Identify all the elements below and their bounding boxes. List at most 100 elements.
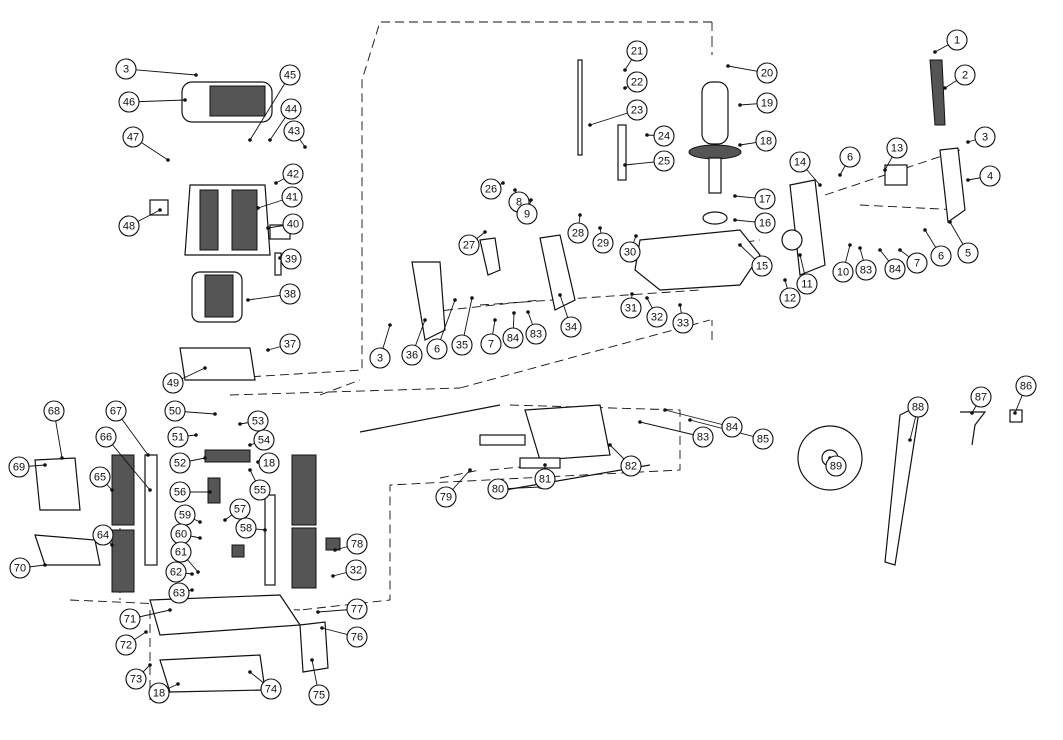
callout-40: 40 — [282, 213, 304, 235]
leader-line — [639, 421, 704, 438]
callout-number: 35 — [456, 340, 468, 352]
callout-52: 52 — [169, 452, 191, 474]
callout-number: 20 — [761, 68, 773, 80]
callout-circle — [283, 120, 305, 142]
brush-holder-strip — [274, 252, 282, 276]
fastener-dot — [512, 311, 516, 315]
callout-circle — [884, 258, 906, 280]
callout-43: 43 — [283, 120, 305, 142]
callout-number: 23 — [631, 105, 643, 117]
bearing — [702, 211, 728, 225]
callout-81: 81 — [534, 468, 556, 490]
spanner-wrench — [884, 403, 921, 566]
callout-number: 7 — [914, 258, 920, 270]
callout-circle — [560, 316, 582, 338]
callout-59: 59 — [174, 504, 196, 526]
callout-number: 87 — [975, 392, 987, 404]
fastener-dot — [256, 206, 260, 210]
leader-line — [249, 74, 291, 141]
fastener-dot — [468, 468, 472, 472]
callout-number: 10 — [837, 267, 849, 279]
callout-circle — [626, 99, 648, 121]
callout-number: 6 — [434, 344, 440, 356]
callout-number: 1 — [954, 35, 960, 47]
callout-circle — [855, 259, 877, 281]
fastener-dot — [223, 518, 227, 522]
callout-3: 3 — [115, 58, 137, 80]
fastener-dot — [146, 453, 150, 457]
fastener-dot — [316, 610, 320, 614]
callout-76: 76 — [346, 626, 368, 648]
callout-circle — [8, 456, 30, 478]
callout-number: 8 — [516, 197, 522, 209]
callout-18: 18 — [148, 682, 170, 704]
callout-37: 37 — [279, 333, 301, 355]
fastener-dot — [194, 73, 198, 77]
callout-number: 19 — [761, 98, 773, 110]
callout-25: 25 — [653, 150, 675, 172]
callout-number: 17 — [759, 194, 771, 206]
callout-number: 29 — [597, 238, 609, 250]
callout-number: 59 — [179, 510, 191, 522]
callout-46: 46 — [118, 91, 140, 113]
fastener-dot — [183, 98, 187, 102]
fastener-dot — [858, 246, 862, 250]
callout-79: 79 — [435, 486, 457, 508]
callout-6: 6 — [930, 245, 952, 267]
fastener-dot — [148, 488, 152, 492]
handle-grip — [411, 261, 446, 341]
callout-67: 67 — [105, 400, 127, 422]
callout-circle — [626, 40, 648, 62]
fastener-dot — [158, 208, 162, 212]
fastener-dot — [176, 682, 180, 686]
fastener-dot — [388, 323, 392, 327]
fastener-dot — [266, 226, 270, 230]
callout-circle — [480, 178, 502, 200]
fastener-dot — [678, 303, 682, 307]
fastener-dot — [263, 528, 267, 532]
callout-15: 15 — [751, 255, 773, 277]
fastener-dot — [634, 234, 638, 238]
leader-line — [125, 68, 197, 76]
callout-circle — [458, 234, 480, 256]
callout-circle — [721, 416, 743, 438]
callout-circle — [957, 242, 979, 264]
callout-circle — [115, 634, 137, 656]
callout-20: 20 — [756, 62, 778, 84]
callout-circle — [619, 241, 641, 263]
callout-number: 66 — [100, 432, 112, 444]
callout-number: 45 — [284, 70, 296, 82]
callout-47: 47 — [122, 126, 144, 148]
spring-rod — [617, 124, 627, 181]
switch — [884, 164, 908, 186]
callout-number: 26 — [485, 184, 497, 196]
depth-turret — [204, 449, 251, 463]
guide-clamp — [519, 457, 561, 469]
callout-circle — [534, 468, 556, 490]
callout-number: 56 — [174, 487, 186, 499]
callout-circle — [954, 64, 976, 86]
callout-number: 38 — [284, 289, 296, 301]
callout-circle — [247, 410, 269, 432]
callout-29: 29 — [592, 232, 614, 254]
callout-61: 61 — [170, 541, 192, 563]
callout-number: 30 — [624, 247, 636, 259]
callout-88: 88 — [907, 396, 929, 418]
callout-32: 32 — [345, 559, 367, 581]
callout-5: 5 — [957, 242, 979, 264]
callout-85: 85 — [752, 428, 774, 450]
callout-number: 83 — [697, 432, 709, 444]
callout-circle — [170, 541, 192, 563]
callout-number: 22 — [631, 77, 643, 89]
fastener-dot — [970, 411, 974, 415]
callout-31: 31 — [620, 297, 642, 319]
callout-circle — [754, 188, 776, 210]
fastener-dot — [148, 663, 152, 667]
callout-84: 84 — [502, 327, 524, 349]
dust-adapter — [34, 534, 101, 566]
callout-48: 48 — [118, 215, 140, 237]
callout-number: 39 — [285, 254, 297, 266]
callout-number: 52 — [174, 458, 186, 470]
callout-number: 65 — [94, 472, 106, 484]
callout-circle — [169, 452, 191, 474]
